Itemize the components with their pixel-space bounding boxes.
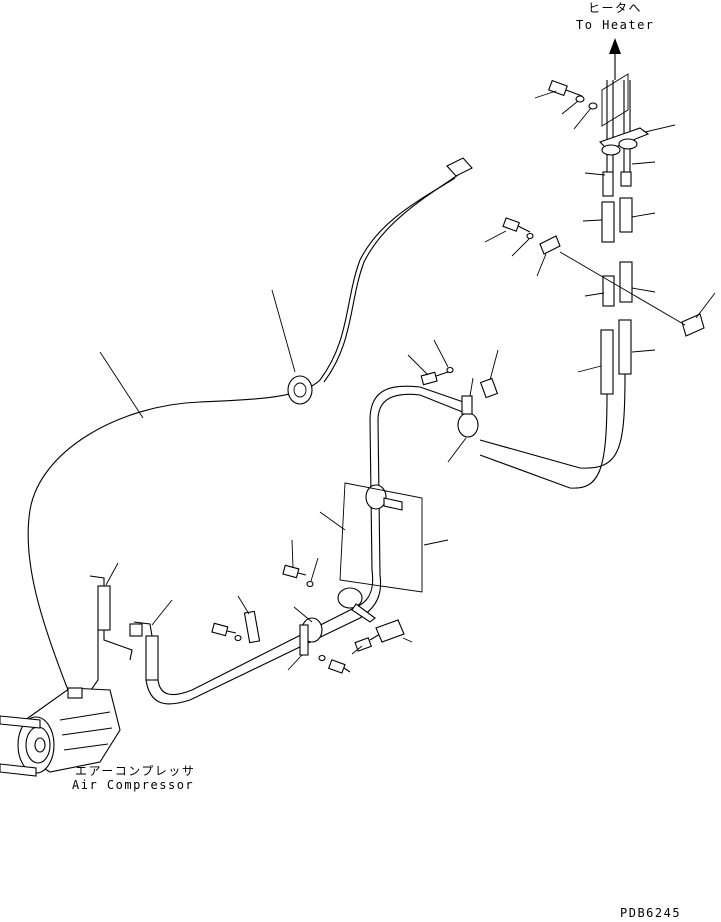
drawing-code: PDB6245: [620, 906, 681, 920]
refrigerant-pipe: [145, 385, 479, 705]
bolt-group-top: [548, 79, 598, 110]
bolt-group-lower: [211, 564, 405, 674]
compressor-label-jp: エアーコンプレッサ: [75, 764, 195, 778]
pipe-bracket-upper: [420, 366, 499, 415]
insulator-panel: [339, 482, 423, 593]
leader-lines-middle: [105, 339, 499, 671]
compressor-hoses: [83, 575, 159, 701]
bolt-group-mid-right: [502, 217, 561, 255]
heater-label-jp: ヒータへ: [588, 1, 642, 15]
air-compressor: [0, 687, 121, 777]
clip-right: [559, 251, 705, 337]
compressor-label-en: Air Compressor: [72, 778, 194, 792]
arrow-to-heater-icon: [609, 38, 621, 80]
leader-lines-right: [484, 90, 716, 373]
heater-hose-assembly: [479, 73, 650, 489]
heater-label-en: To Heater: [576, 18, 655, 32]
wire-harness: [27, 157, 473, 701]
